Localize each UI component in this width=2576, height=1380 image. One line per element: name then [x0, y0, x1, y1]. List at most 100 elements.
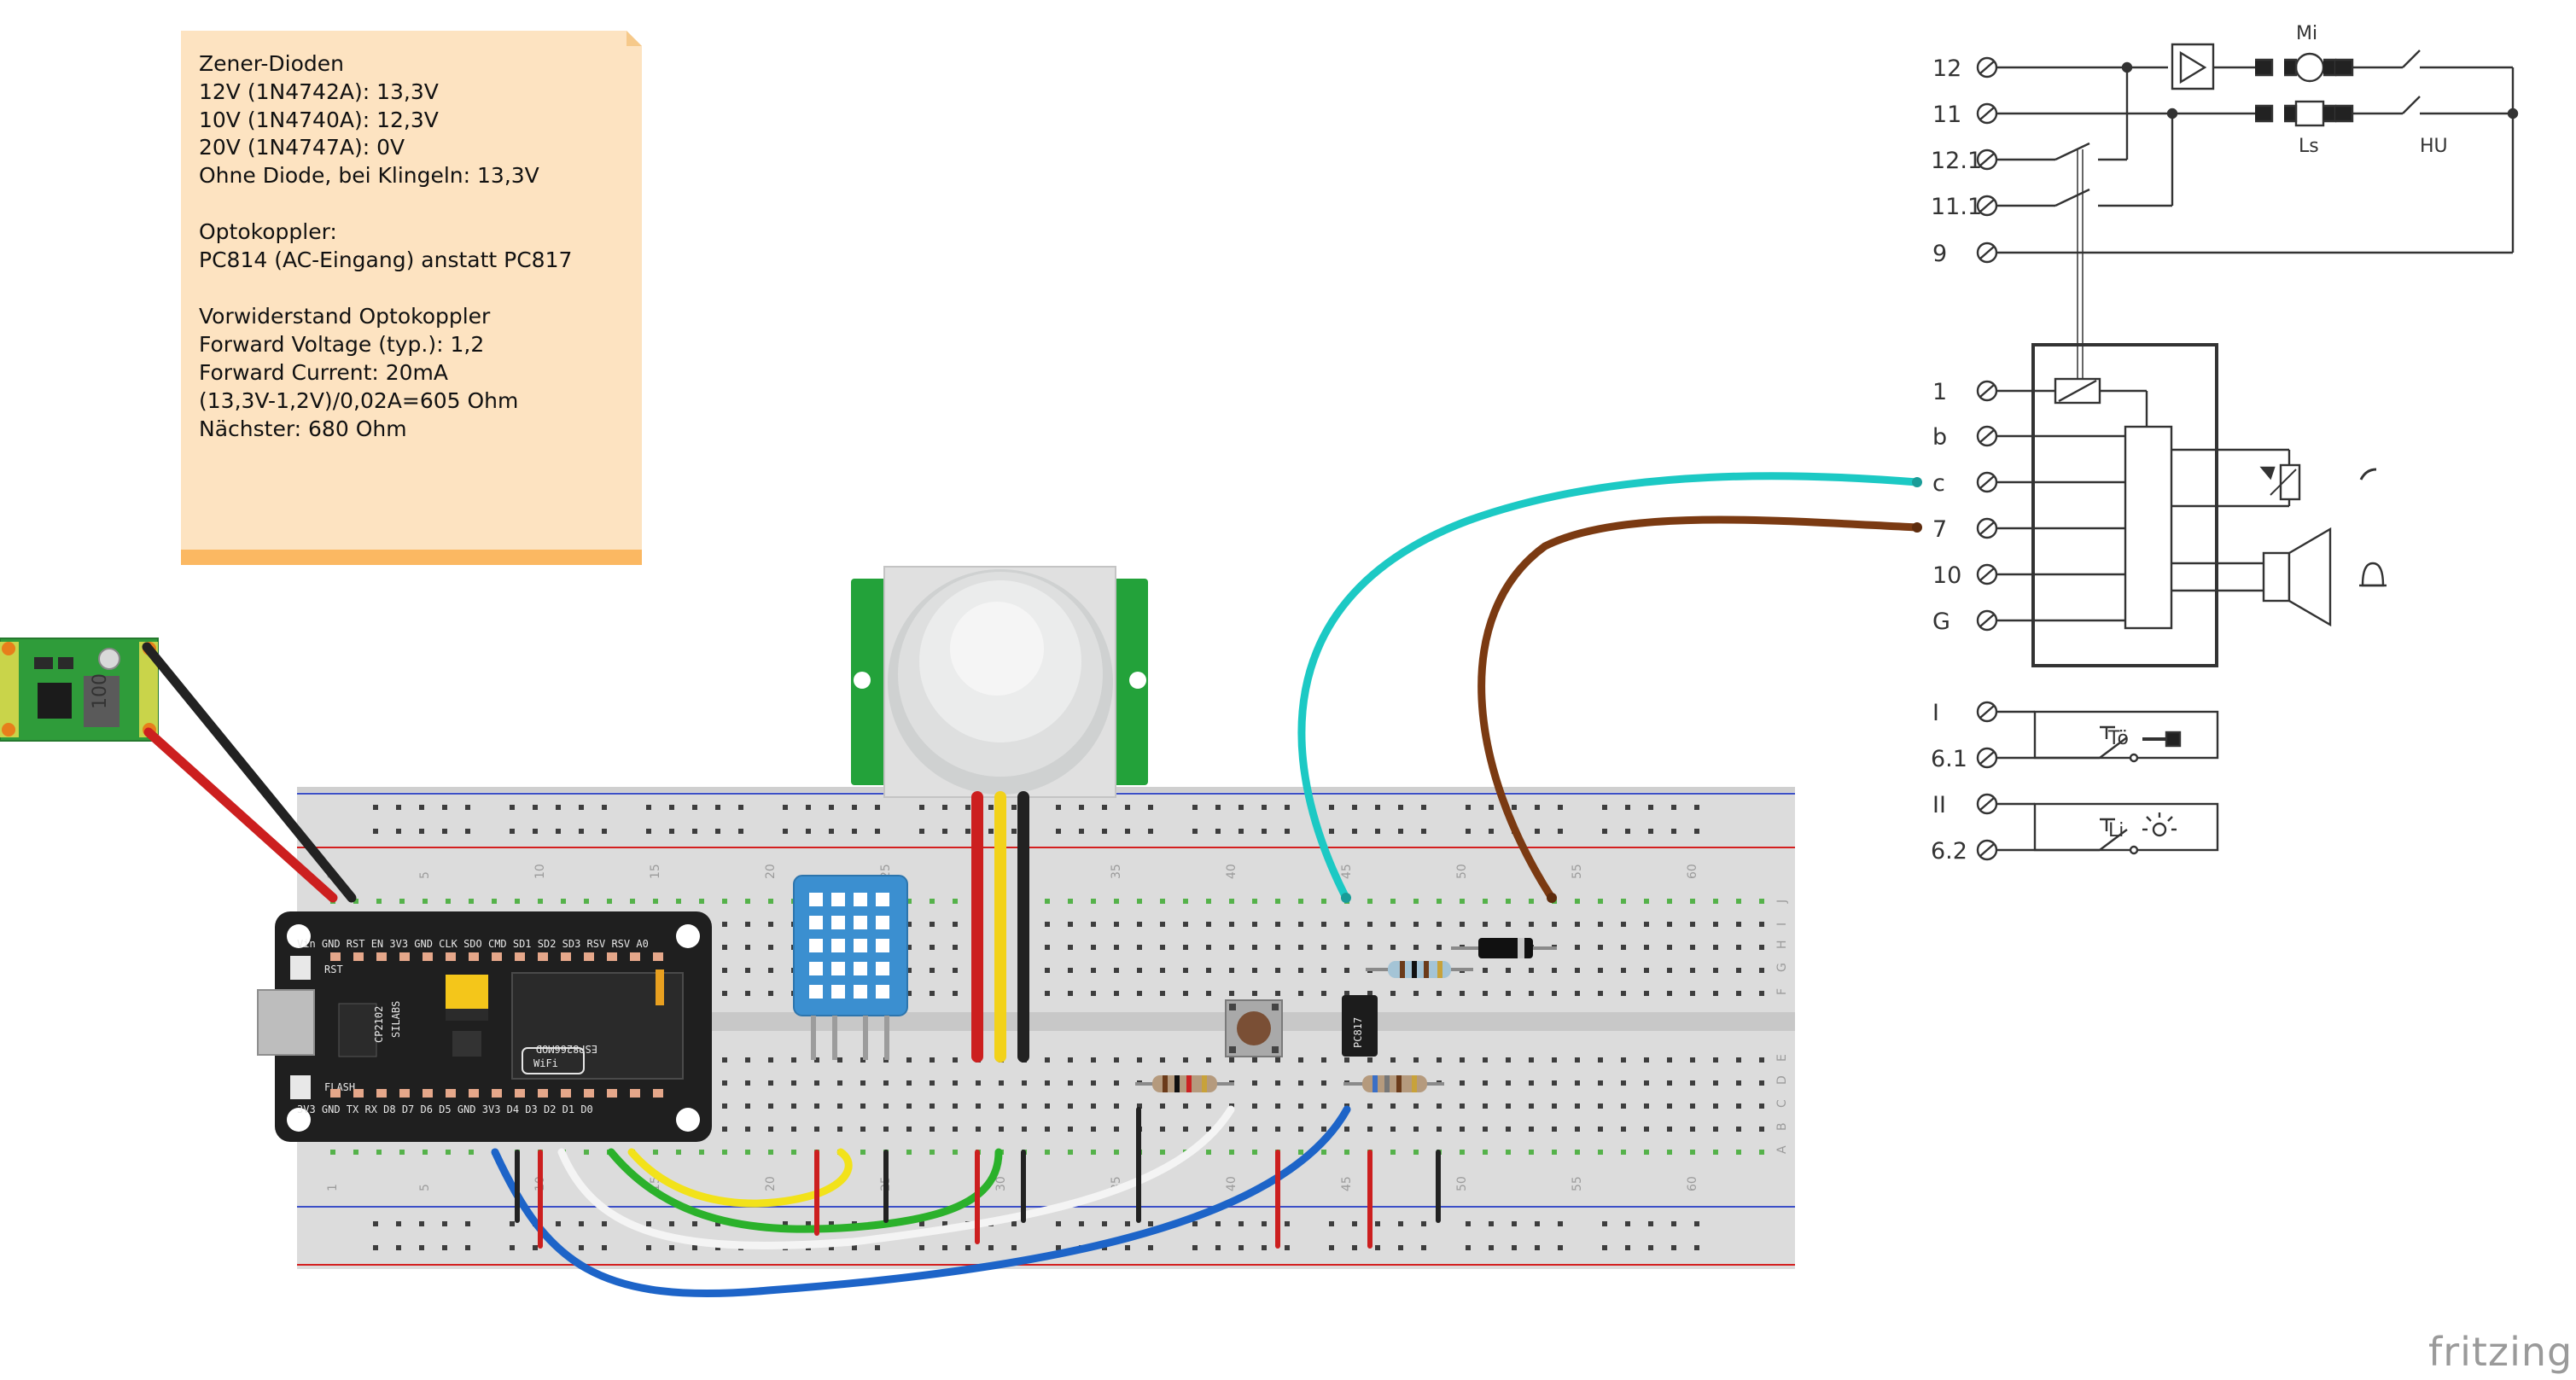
breadboard-hole: [1713, 1127, 1718, 1132]
breadboard-hole: [999, 1127, 1004, 1132]
breadboard-hole: [1390, 1150, 1396, 1155]
breadboard-row-letter: H: [1775, 940, 1789, 949]
rail-hole: [1285, 1221, 1290, 1226]
rail-hole: [533, 805, 538, 810]
breadboard-hole: [1575, 1103, 1580, 1109]
breadboard-hole: [1552, 1080, 1557, 1086]
rail-hole: [1148, 805, 1153, 810]
rail-hole: [1079, 805, 1084, 810]
rail-hole: [510, 805, 515, 810]
breadboard-hole: [1506, 1127, 1511, 1132]
rail-hole: [1558, 1245, 1563, 1250]
breadboard-hole: [1667, 1103, 1672, 1109]
dht-vent: [831, 939, 845, 952]
breadboard-hole: [791, 1103, 796, 1109]
breadboard-hole: [1183, 899, 1188, 904]
rail-hole: [852, 1245, 857, 1250]
breadboard-hole: [768, 968, 773, 973]
breadboard-hole: [1091, 1057, 1096, 1063]
breadboard-hole: [1137, 1103, 1142, 1109]
breadboard-hole: [1045, 1057, 1050, 1063]
rail-hole: [1648, 1221, 1653, 1226]
breadboard-hole: [1137, 991, 1142, 996]
breadboard-column-number: 50: [1455, 864, 1469, 879]
breadboard-row-letter: J: [1775, 900, 1789, 904]
rail-hole: [829, 829, 834, 834]
breadboard-hole: [1137, 1057, 1142, 1063]
rail-hole: [852, 829, 857, 834]
pir-sensor: [851, 566, 1148, 798]
breadboard-hole: [1252, 1150, 1257, 1155]
dht-vent: [831, 985, 845, 999]
breadboard-column-number: 15: [649, 864, 662, 879]
breadboard-row-letter: E: [1775, 1054, 1789, 1062]
breadboard-hole: [1183, 945, 1188, 950]
terminal-screw-slot: [1979, 475, 1995, 489]
breadboard-hole: [1252, 1127, 1257, 1132]
note-line-7: PC814 (AC-Eingang) anstatt PC817: [199, 247, 572, 272]
breadboard-hole: [1298, 922, 1303, 927]
breadboard-hole: [1229, 968, 1234, 973]
rail-hole: [1079, 1221, 1084, 1226]
schematic-label-mi: Mi: [2296, 23, 2317, 44]
note-line-13: Nächster: 680 Ohm: [199, 416, 407, 441]
rail-hole: [465, 1245, 470, 1250]
rail-hole: [1466, 1221, 1471, 1226]
rail-hole: [1694, 1245, 1699, 1250]
nodemcu-board: RST FLASH CP2102 SILABS ESP8266MOD WiFi …: [257, 911, 712, 1142]
terminal-label-10: 10: [1932, 562, 1961, 589]
breadboard-hole: [1483, 968, 1488, 973]
rail-hole: [1375, 805, 1380, 810]
breadboard-hole: [1045, 945, 1050, 950]
rail-hole: [1056, 1221, 1061, 1226]
breadboard-hole: [1022, 1080, 1027, 1086]
rail-hole: [1102, 805, 1107, 810]
rail-hole: [919, 1245, 924, 1250]
rail-hole: [942, 1245, 947, 1250]
rail-hole: [396, 805, 401, 810]
nodemcu-top-pins: Vin GND RST EN 3V3 GND CLK SDO CMD SD1 S…: [297, 938, 649, 950]
breadboard-hole: [492, 899, 497, 904]
rail-hole: [396, 1245, 401, 1250]
breadboard-hole: [1690, 945, 1695, 950]
breadboard-hole: [1206, 991, 1211, 996]
terminal-label-11: 11: [1932, 102, 1961, 128]
rail-hole: [646, 1245, 651, 1250]
breadboard-hole: [1667, 968, 1672, 973]
breadboard-hole: [1091, 1150, 1096, 1155]
breadboard-hole: [1091, 1103, 1096, 1109]
rail-hole: [579, 1245, 584, 1250]
breadboard-hole: [1552, 922, 1557, 927]
breadboard-hole: [1759, 1127, 1764, 1132]
breadboard-hole: [1298, 1103, 1303, 1109]
breadboard-hole: [1045, 899, 1050, 904]
dht-vent: [854, 985, 867, 999]
breadboard-hole: [1298, 1150, 1303, 1155]
breadboard-hole: [1552, 1150, 1557, 1155]
breadboard-hole: [1321, 991, 1326, 996]
dht-vent: [854, 939, 867, 952]
terminal-screw-slot: [1979, 153, 1995, 166]
breadboard-hole: [1736, 991, 1741, 996]
breadboard-hole: [1413, 945, 1419, 950]
rail-hole: [988, 1245, 994, 1250]
rail-hole: [875, 805, 880, 810]
breadboard-hole: [399, 1150, 405, 1155]
breadboard-hole: [1437, 991, 1442, 996]
breadboard-hole: [1275, 1080, 1280, 1086]
breadboard-hole: [1621, 1103, 1626, 1109]
breadboard-hole: [1736, 945, 1741, 950]
breadboard-column-number: 60: [1686, 864, 1699, 879]
nodemcu-pin: [630, 952, 640, 961]
breadboard-hole: [1206, 899, 1211, 904]
breadboard-hole: [1460, 1057, 1465, 1063]
rail-hole: [1079, 829, 1084, 834]
rail-hole: [875, 829, 880, 834]
rail-hole: [533, 1245, 538, 1250]
breadboard-hole: [1437, 899, 1442, 904]
breadboard-hole: [584, 899, 589, 904]
rail-hole: [442, 805, 447, 810]
breadboard-hole: [653, 899, 658, 904]
breadboard-hole: [1390, 1057, 1396, 1063]
breadboard-hole: [768, 1150, 773, 1155]
